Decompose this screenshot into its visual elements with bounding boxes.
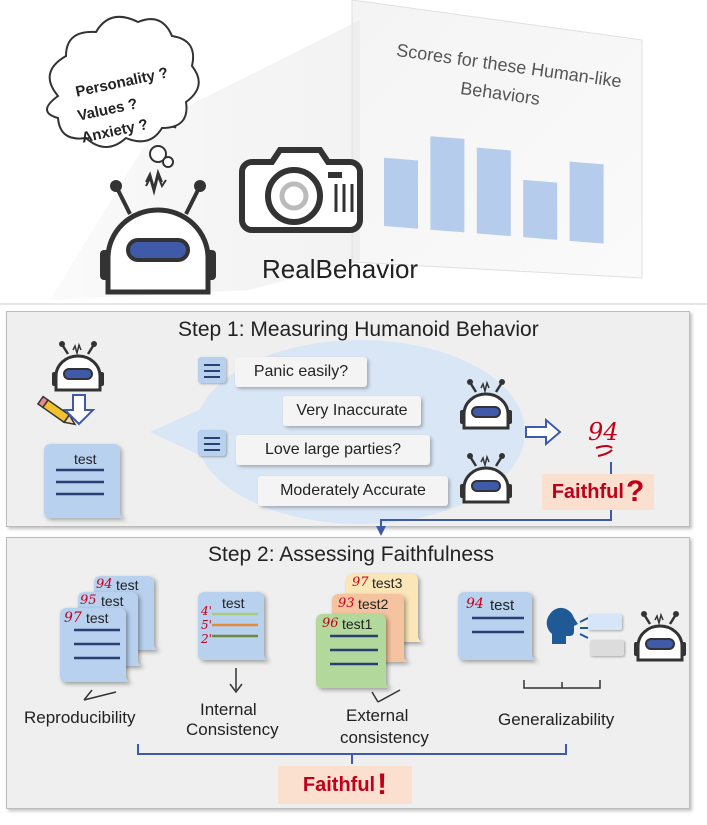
external-label-line2: consistency: [340, 728, 429, 747]
speaker-head-icon: [546, 607, 589, 644]
pencil-icon: [36, 395, 77, 426]
question-card-1: Panic easily?: [235, 357, 367, 387]
internal-doc-label: test: [222, 595, 245, 611]
external-score-2: 93: [338, 596, 355, 611]
step2-title: Step 2: Assessing Faithfulness: [208, 543, 494, 566]
step1-score: 94: [588, 418, 619, 446]
thought-bubble-icon: [46, 15, 200, 168]
step1-title: Step 1: Measuring Humanoid Behavior: [178, 318, 539, 341]
generalizability-doc: [458, 592, 538, 660]
chart-bar-4: [523, 179, 558, 240]
exclamation-icon: !: [377, 768, 388, 801]
external-score-3: 96: [322, 616, 339, 631]
arrow-icon: [62, 394, 96, 426]
question-mark-icon: ?: [625, 475, 645, 508]
external-docs: [316, 574, 424, 688]
chart-bar-3: [476, 147, 511, 237]
internal-doc: [198, 592, 270, 660]
robot-icon: [50, 339, 106, 392]
internal-label-line1: Internal: [200, 700, 257, 719]
external-label-line1: External: [346, 706, 409, 725]
external-label-1: test3: [372, 575, 403, 591]
question-card-2: Love large parties?: [236, 435, 430, 465]
robot-main: [100, 168, 216, 295]
internal-mark-2: 5': [201, 618, 212, 632]
step1-badge-text: Faithful: [551, 480, 624, 503]
reproducibility-label: Reproducibility: [24, 708, 136, 727]
external-label-3: test1: [342, 616, 373, 632]
internal-mark-1: 4': [201, 604, 212, 618]
general-score: 94: [466, 596, 484, 612]
repro-label-3: test: [86, 610, 109, 626]
step2-faithful-badge: Faithful !: [278, 766, 412, 804]
app-title: RealBehavior: [262, 254, 419, 284]
robot-icon: [632, 609, 688, 662]
repro-label-2: test: [101, 593, 124, 609]
arrow-icon: [525, 417, 562, 447]
step1-faithful-badge: Faithful ?: [542, 474, 654, 510]
repro-score-1: 94: [96, 577, 113, 592]
answer-card-2: Moderately Accurate: [258, 476, 448, 506]
chart-bar-1: [384, 157, 418, 229]
chart-bars: [384, 136, 604, 244]
internal-label-line2: Consistency: [186, 720, 279, 739]
external-score-1: 97: [352, 575, 369, 590]
document-icon: [44, 444, 126, 518]
chart-bar-2: [430, 136, 465, 233]
generalizability-label: Generalizability: [498, 710, 615, 729]
external-label-2: test2: [358, 596, 389, 612]
step1-doc-label: test: [74, 451, 97, 467]
chart-bar-5: [569, 161, 604, 244]
repro-score-3: 97: [64, 610, 82, 626]
document-icon: [198, 357, 226, 383]
camera-icon: [239, 147, 363, 233]
answer-card-1: Very Inaccurate: [283, 396, 421, 426]
document-icon: [198, 430, 226, 456]
repro-label-1: test: [116, 577, 139, 593]
step2-badge-text: Faithful: [302, 773, 376, 796]
internal-mark-3: 2': [201, 632, 212, 646]
general-doc-label: test: [490, 597, 515, 614]
reproducibility-docs: [60, 576, 160, 682]
repro-score-2: 95: [80, 593, 97, 608]
